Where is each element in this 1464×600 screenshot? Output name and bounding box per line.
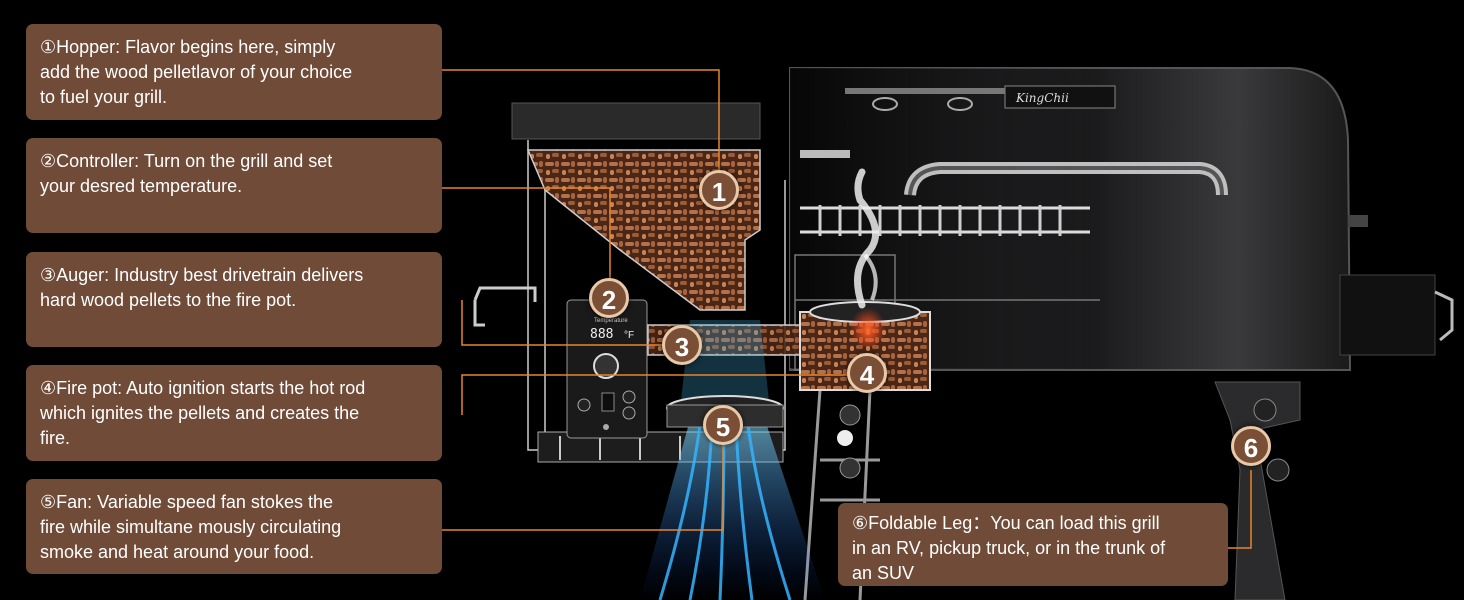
badge-3: 3 [662,325,702,365]
controller-digits: 888 [590,327,613,342]
brand-logo: KingChii [1015,91,1069,105]
callout-fire-pot: ④Fire pot: Auto ignition starts the hot … [26,365,442,461]
callout-fan: ⑤Fan: Variable speed fan stokes the fire… [26,479,442,574]
badge-2: 2 [589,278,629,318]
controller-label: Temperature [594,318,628,324]
callout-foldable-leg: ⑥Foldable Leg：You can load this grill in… [838,503,1228,586]
callout-controller: ②Controller: Turn on the grill and set y… [26,138,442,233]
badge-1: 1 [699,170,739,210]
callout-auger: ③Auger: Industry best drivetrain deliver… [26,252,442,347]
callout-hopper: ①Hopper: Flavor begins here, simply add … [26,24,442,120]
badge-5: 5 [703,405,743,445]
badge-6: 6 [1231,426,1271,466]
controller-unit: °F [624,330,634,341]
badge-4: 4 [847,353,887,393]
